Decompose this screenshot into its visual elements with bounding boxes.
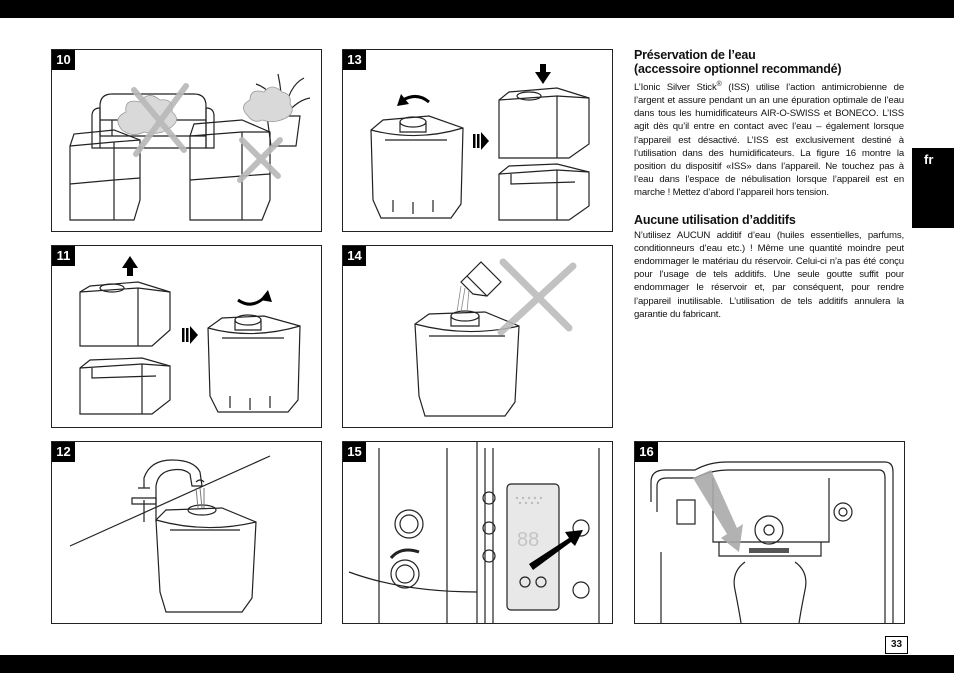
figure-number: 10 — [52, 50, 75, 70]
illustration-insert-tank — [370, 64, 590, 221]
figure-number: 13 — [343, 50, 366, 70]
figure-number: 11 — [52, 246, 75, 266]
page-number: 33 — [885, 636, 908, 654]
illustration-iss-position — [650, 461, 894, 623]
figure-11: 11 — [51, 245, 322, 428]
section-heading-water: Préservation de l’eau (accessoire option… — [634, 48, 904, 76]
illustration-no-additives — [414, 258, 577, 417]
text-column: Préservation de l’eau (accessoire option… — [634, 48, 904, 321]
heading-line: Préservation de l’eau — [634, 48, 756, 62]
top-black-bar — [0, 0, 954, 18]
language-label: fr — [924, 152, 934, 167]
figure-14: 14 — [342, 245, 613, 428]
figure-12: 12 — [51, 441, 322, 624]
heading-line: (accessoire optionnel recommandé) — [634, 62, 842, 76]
figure-number: 15 — [343, 442, 366, 462]
language-tab: fr — [912, 148, 954, 228]
figure-16: 16 — [634, 441, 905, 624]
body-text: (ISS) utilise l’action antimicrobienne d… — [634, 82, 905, 198]
figure-number: 14 — [343, 246, 366, 266]
body-text: L’Ionic Silver Stick — [634, 82, 717, 94]
registered-mark: ® — [716, 81, 722, 88]
illustration-faucet-filling — [69, 455, 271, 613]
figure-13: 13 — [342, 49, 613, 232]
figure-number: 12 — [52, 442, 75, 462]
section-body-water: L’Ionic Silver Stick® (ISS) utilise l’ac… — [634, 78, 904, 199]
illustration-lift-tank — [79, 256, 301, 415]
illustration-sofa-plant-humidifiers — [69, 73, 311, 221]
figure-10: 10 — [51, 49, 322, 232]
bottom-black-bar — [0, 655, 954, 673]
display-digits: 88 — [517, 529, 539, 551]
section-heading-additives: Aucune utilisation d’additifs — [634, 213, 796, 228]
illustration-control-panel: 88 — [348, 442, 600, 623]
figure-15: 15 88 — [342, 441, 613, 624]
figure-number: 16 — [635, 442, 658, 462]
section-body-additives: N’utilisez AUCUN additif d’eau (huiles e… — [634, 230, 904, 320]
